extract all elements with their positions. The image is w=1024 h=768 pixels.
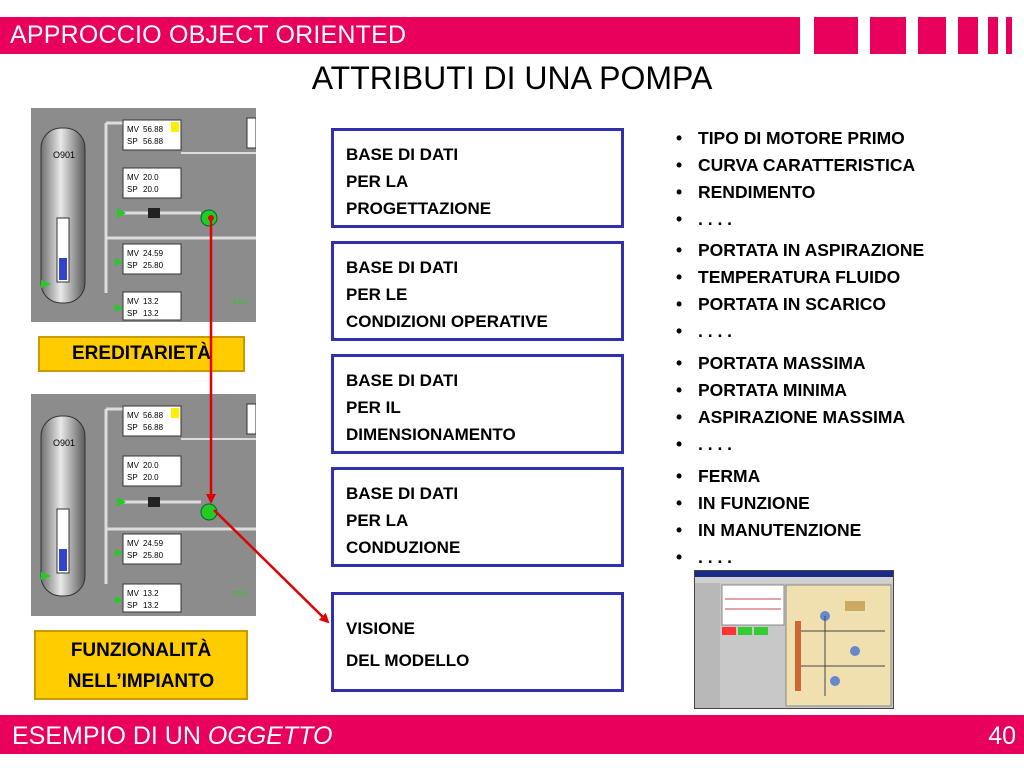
svg-text:13.2: 13.2 (143, 601, 159, 610)
svg-text:O901: O901 (53, 438, 75, 448)
svg-text:56.88: 56.88 (143, 423, 164, 432)
svg-text:SP: SP (127, 137, 138, 146)
svg-text:SP: SP (127, 601, 138, 610)
svg-text:20.0: 20.0 (143, 185, 159, 194)
page-title: ATTRIBUTI DI UNA POMPA (311, 60, 713, 96)
page-number: 40 (988, 722, 1016, 750)
svg-text:24.59: 24.59 (143, 249, 164, 258)
svg-text:SP: SP (127, 551, 138, 560)
attribute-list-sizing: PORTATA MASSIMAPORTATA MINIMAASPIRAZIONE… (676, 350, 905, 458)
svg-text:56.88: 56.88 (143, 125, 164, 134)
svg-text:SP: SP (127, 185, 138, 194)
svg-text:MV: MV (127, 539, 140, 548)
svg-text:56.88: 56.88 (143, 411, 164, 420)
footer-bar: ESEMPIO DI UN OGGETTO 40 (0, 715, 1024, 754)
footer-caption: ESEMPIO DI UN OGGETTO (12, 722, 333, 750)
model-screenshot (694, 570, 894, 709)
svg-text:24.59: 24.59 (143, 539, 164, 548)
svg-text:STH: STH (233, 299, 247, 306)
svg-text:MV: MV (127, 461, 140, 470)
svg-text:20.0: 20.0 (143, 173, 159, 182)
vessel-label: O901 (53, 150, 75, 160)
attribute-list-design: TIPO DI MOTORE PRIMOCURVA CARATTERISTICA… (676, 125, 915, 233)
svg-text:SP: SP (127, 473, 138, 482)
svg-text:20.0: 20.0 (143, 461, 159, 470)
attribute-list-operating: PORTATA IN ASPIRAZIONETEMPERATURA FLUIDO… (676, 237, 924, 345)
svg-text:25.80: 25.80 (143, 551, 164, 560)
svg-text:SP: SP (127, 423, 138, 432)
svg-text:25.80: 25.80 (143, 261, 164, 270)
svg-text:13.2: 13.2 (143, 297, 159, 306)
svg-text:13.2: 13.2 (143, 589, 159, 598)
header-bar: APPROCCIO OBJECT ORIENTED (0, 17, 800, 54)
pump-icon (200, 209, 218, 227)
svg-text:MV: MV (127, 173, 140, 182)
svg-text:SP: SP (127, 261, 138, 270)
svg-text:MV: MV (127, 125, 140, 134)
svg-text:MV: MV (127, 589, 140, 598)
attribute-list-status: FERMAIN FUNZIONEIN MANUTENZIONE. . . . (676, 463, 861, 571)
inheritance-tag: EREDITARIETÀ (38, 336, 245, 372)
svg-text:MV: MV (127, 297, 140, 306)
svg-text:SP: SP (127, 309, 138, 318)
svg-text:MV: MV (127, 249, 140, 258)
svg-text:20.0: 20.0 (143, 473, 159, 482)
svg-text:STH: STH (233, 591, 247, 598)
function-tag: FUNZIONALITÀ NELL’IMPIANTO (34, 630, 248, 700)
section-title: APPROCCIO OBJECT ORIENTED (10, 21, 407, 49)
svg-text:13.2: 13.2 (143, 309, 159, 318)
svg-text:56.88: 56.88 (143, 137, 164, 146)
svg-text:MV: MV (127, 411, 140, 420)
pump-icon (200, 503, 218, 521)
